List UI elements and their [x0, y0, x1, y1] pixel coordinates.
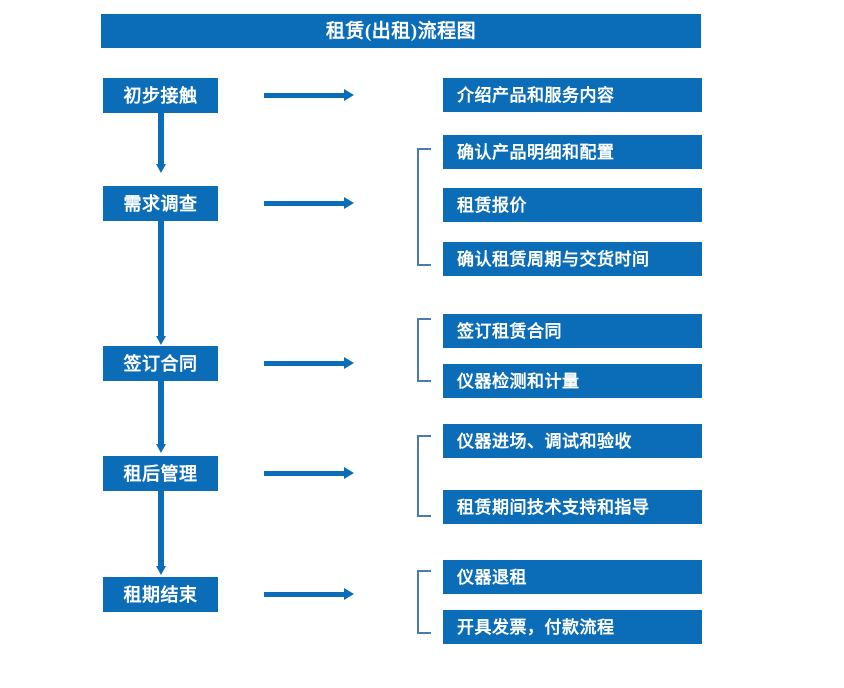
arrow-head: [156, 336, 166, 345]
stage-box-3[interactable]: 签订合同: [103, 346, 218, 381]
stage-box-1[interactable]: 初步接触: [103, 78, 218, 113]
arrow-head: [156, 164, 166, 173]
connector-arrow-2: [156, 221, 166, 345]
arrow-stem: [264, 471, 344, 476]
arrow-stem: [264, 592, 344, 597]
group-bracket-3: [417, 318, 431, 382]
connector-arrow-3: [156, 381, 166, 453]
arrow-head: [344, 467, 354, 479]
stage-box-5[interactable]: 租期结束: [103, 577, 218, 612]
stage-box-4[interactable]: 租后管理: [103, 456, 218, 491]
arrow-stem: [158, 221, 164, 336]
flow-arrow-2: [264, 197, 354, 209]
detail-box-5[interactable]: 签订租赁合同: [443, 314, 702, 348]
diagram-title: 租赁(出租)流程图: [101, 14, 701, 48]
flow-arrow-3: [264, 357, 354, 369]
arrow-stem: [264, 201, 344, 206]
detail-box-2[interactable]: 确认产品明细和配置: [443, 135, 702, 169]
connector-arrow-1: [156, 113, 166, 173]
arrow-head: [156, 566, 166, 575]
group-bracket-2: [417, 148, 431, 266]
arrow-head: [344, 357, 354, 369]
flow-arrow-4: [264, 467, 354, 479]
detail-box-10[interactable]: 开具发票，付款流程: [443, 610, 702, 644]
flow-arrow-1: [264, 89, 354, 101]
detail-box-9[interactable]: 仪器退租: [443, 560, 702, 594]
arrow-head: [156, 444, 166, 453]
arrow-head: [344, 89, 354, 101]
arrow-stem: [158, 113, 164, 164]
arrow-stem: [158, 381, 164, 444]
detail-box-3[interactable]: 租赁报价: [443, 188, 702, 222]
detail-box-4[interactable]: 确认租赁周期与交货时间: [443, 242, 702, 276]
connector-arrow-4: [156, 491, 166, 575]
arrow-head: [344, 588, 354, 600]
arrow-stem: [158, 491, 164, 566]
detail-box-8[interactable]: 租赁期间技术支持和指导: [443, 490, 702, 524]
detail-box-7[interactable]: 仪器进场、调试和验收: [443, 424, 702, 458]
arrow-head: [344, 197, 354, 209]
flow-arrow-5: [264, 588, 354, 600]
detail-box-1[interactable]: 介绍产品和服务内容: [443, 78, 702, 112]
group-bracket-4: [417, 435, 431, 517]
arrow-stem: [264, 361, 344, 366]
group-bracket-5: [417, 570, 431, 634]
stage-box-2[interactable]: 需求调查: [103, 186, 218, 221]
detail-box-6[interactable]: 仪器检测和计量: [443, 364, 702, 398]
arrow-stem: [264, 93, 344, 98]
